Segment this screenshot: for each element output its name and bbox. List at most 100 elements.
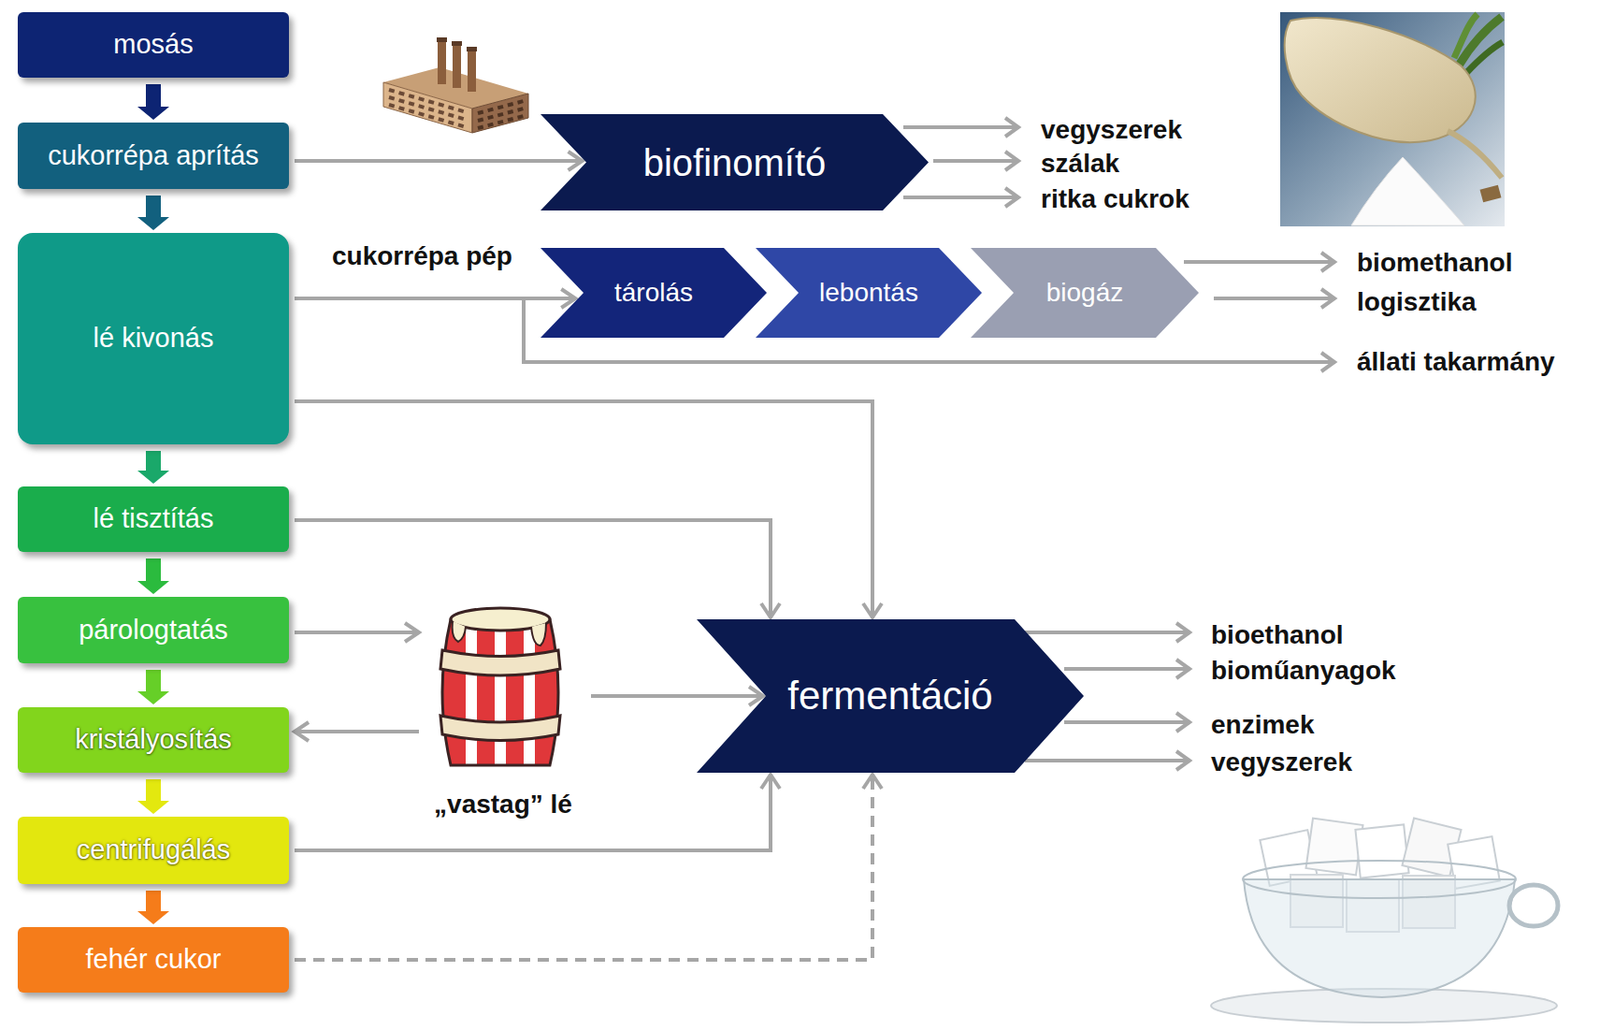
- connector: [294, 721, 419, 741]
- connector: [137, 450, 170, 484]
- sugar-bowl-photo: [1509, 884, 1558, 926]
- connector: [590, 686, 764, 706]
- chevron-shape: [970, 247, 1199, 338]
- node-label: tárolás: [614, 277, 693, 308]
- chevron-step: lebontás: [755, 247, 982, 338]
- process-box: kristályosítás: [17, 706, 289, 773]
- node-label: mosás: [113, 28, 193, 60]
- process-box: centrifugálás: [17, 816, 289, 884]
- connector-line: [294, 774, 873, 960]
- node-label: centrifugálás: [76, 834, 231, 865]
- sugar-beet-photo: [1447, 130, 1502, 178]
- connector: [137, 84, 170, 120]
- node-label: lebontás: [819, 277, 919, 308]
- connector: [294, 151, 583, 171]
- chevron-shape: [540, 247, 767, 338]
- output-arrow: [1064, 659, 1190, 678]
- connector-line: [294, 519, 771, 618]
- arrowhead: [404, 622, 419, 642]
- factory-icon: [452, 43, 462, 88]
- sugar-beet-photo: [1351, 157, 1465, 226]
- process-box: lé kivonás: [17, 232, 289, 445]
- factory-icon: [389, 89, 467, 128]
- arrowhead: [294, 721, 309, 741]
- sugar-bowl-photo: [1354, 823, 1409, 878]
- node-label: párologtatás: [78, 614, 229, 646]
- output-label: vegyszerek: [1040, 115, 1182, 145]
- output-label: ritka cukrok: [1040, 184, 1190, 215]
- output-arrow: [1064, 712, 1190, 732]
- output-label: biomethanol: [1356, 247, 1513, 278]
- barrel-illustration: [440, 649, 561, 676]
- factory-icon: [383, 82, 473, 133]
- output-label: vegyszerek: [1210, 747, 1353, 778]
- edge-label: cukorrépa pép: [331, 241, 513, 272]
- chevron-shape: [696, 619, 1084, 773]
- connector: [137, 669, 170, 705]
- connector-line: [294, 401, 873, 618]
- sugar-beet-photo: [1454, 14, 1478, 58]
- chevron-shape: [755, 247, 982, 338]
- node-label: lé tisztítás: [93, 503, 215, 534]
- flow-arrow: [137, 195, 170, 231]
- connector-line: [294, 729, 419, 734]
- output-arrow: [903, 117, 1019, 137]
- node-label: fehér cukor: [85, 943, 221, 975]
- connector-line: [590, 693, 764, 698]
- process-box: mosás: [17, 12, 289, 78]
- connector: [294, 622, 419, 642]
- connector: [294, 519, 780, 618]
- connector: [137, 890, 170, 924]
- arrowhead: [863, 774, 882, 789]
- flow-arrow: [137, 669, 170, 705]
- output-arrow: [903, 187, 1019, 207]
- barrel-illustration: [442, 619, 559, 765]
- output-arrow: [1213, 288, 1335, 308]
- barrel-illustration: [440, 715, 561, 741]
- node-label: „vastag” lé: [433, 789, 573, 820]
- barrel-illustration: [452, 620, 547, 646]
- connector: [294, 288, 576, 308]
- factory-icon: [437, 39, 447, 85]
- connector: [294, 774, 882, 960]
- connector: [137, 778, 170, 814]
- arrowhead: [863, 603, 882, 618]
- process-box: lé tisztítás: [17, 486, 289, 552]
- factory-icon: [383, 37, 529, 133]
- factory-icon: [451, 41, 462, 46]
- arrowhead: [761, 774, 780, 789]
- output-label: bioethanol: [1210, 619, 1344, 650]
- chevron-shape: [540, 114, 929, 211]
- connector: [137, 558, 170, 594]
- node-label: biofinomító: [643, 141, 827, 185]
- sugar-beet-photo: [1280, 12, 1505, 227]
- output-arrow: [1024, 750, 1190, 770]
- connector: [294, 774, 780, 851]
- sugar-beet-photo: [1280, 12, 1505, 227]
- node-label: fermentáció: [787, 673, 993, 719]
- node-label: cukorrépa aprítás: [47, 140, 260, 172]
- connector: [294, 401, 882, 618]
- output-arrow: [933, 151, 1019, 171]
- chevron-step: tárolás: [540, 247, 767, 338]
- chevron-step: biogáz: [970, 247, 1199, 338]
- chevron-step: biofinomító: [540, 114, 929, 211]
- node-label: lé kivonás: [93, 322, 215, 354]
- sugar-bowl-photo: [1306, 818, 1364, 876]
- sugar-beet-photo: [1466, 42, 1503, 73]
- output-label: bioműanyagok: [1210, 655, 1397, 686]
- connector: [137, 195, 170, 231]
- sugar-beet-photo: [1480, 185, 1502, 203]
- sugar-bowl-photo: [1242, 860, 1516, 898]
- sugar-bowl-photo: [1210, 817, 1558, 1023]
- factory-icon: [477, 100, 524, 129]
- output-label: állati takarmány: [1356, 346, 1556, 377]
- barrel-illustration: [430, 598, 571, 777]
- flow-arrow: [137, 450, 170, 484]
- factory-icon: [472, 93, 529, 133]
- barrel-node: „vastag” lé: [420, 598, 586, 823]
- connector-line: [294, 630, 419, 635]
- factory-icon: [467, 48, 476, 92]
- node-label: biogáz: [1046, 277, 1125, 308]
- output-arrow: [1183, 252, 1335, 272]
